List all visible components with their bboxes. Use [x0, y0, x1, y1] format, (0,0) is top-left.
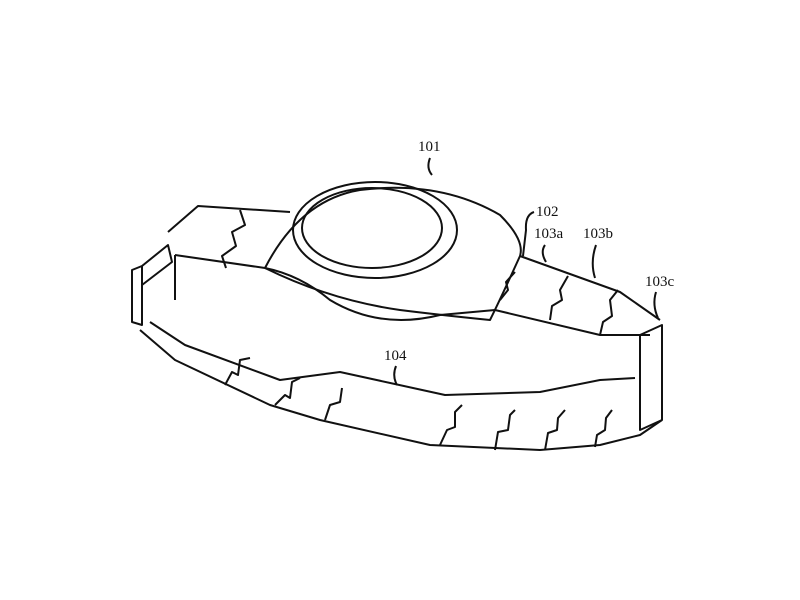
label-104: 104: [384, 348, 407, 364]
leader-103a: [541, 244, 547, 263]
leader-102: [522, 211, 535, 257]
watch-bezel: [292, 181, 458, 279]
leader-103c: [653, 291, 659, 319]
link-joints-front: [224, 357, 613, 451]
band-front-edge: [139, 329, 663, 451]
left-end-link: [131, 244, 173, 326]
label-102: 102: [536, 204, 559, 220]
watch-case: [264, 186, 522, 321]
band-inner-edge: [174, 254, 650, 336]
watch-face: [301, 187, 443, 269]
label-101: 101: [418, 139, 441, 155]
label-103b: 103b: [583, 226, 613, 242]
leader-104: [393, 365, 398, 386]
label-103c: 103c: [645, 274, 675, 290]
label-103a: 103a: [534, 226, 564, 242]
leader-101: [427, 157, 433, 176]
band-top-edge: [167, 205, 661, 321]
leader-103b: [591, 244, 597, 279]
link-joints-back: [221, 209, 619, 336]
right-end-link: [639, 324, 663, 431]
